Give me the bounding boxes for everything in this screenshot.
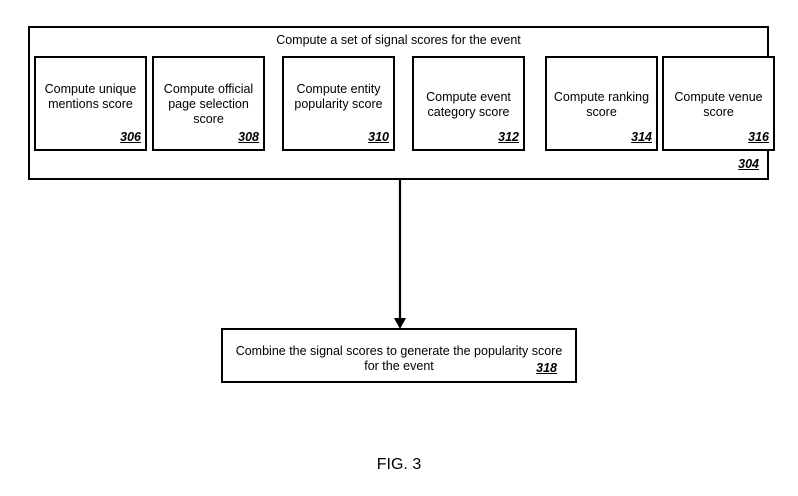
unique-mentions-score-box: Compute unique mentions score 306 bbox=[34, 56, 147, 151]
official-page-selection-score-label: Compute official page selection score bbox=[163, 82, 254, 126]
event-category-score-label: Compute event category score bbox=[426, 90, 511, 119]
ranking-score-label: Compute ranking score bbox=[553, 90, 650, 119]
entity-popularity-score-label: Compute entity popularity score bbox=[294, 82, 383, 111]
figure-caption: FIG. 3 bbox=[376, 456, 422, 473]
combine-scores-label: Combine the signal scores to generate th… bbox=[235, 344, 563, 373]
venue-score-box: Compute venue score 316 bbox=[662, 56, 775, 151]
official-page-selection-score-ref: 308 bbox=[238, 130, 259, 144]
combine-scores-ref: 318 bbox=[536, 361, 557, 375]
ranking-score-box: Compute ranking score 314 bbox=[545, 56, 658, 151]
signal-scores-group-title: Compute a set of signal scores for the e… bbox=[276, 33, 521, 47]
venue-score-ref: 316 bbox=[748, 130, 769, 144]
combine-scores-box: Combine the signal scores to generate th… bbox=[221, 328, 577, 383]
event-category-score-ref: 312 bbox=[498, 130, 519, 144]
signal-scores-group-ref: 304 bbox=[738, 157, 759, 171]
unique-mentions-score-label: Compute unique mentions score bbox=[44, 82, 137, 111]
official-page-selection-score-box: Compute official page selection score 30… bbox=[152, 56, 265, 151]
venue-score-label: Compute venue score bbox=[674, 90, 763, 119]
entity-popularity-score-ref: 310 bbox=[368, 130, 389, 144]
entity-popularity-score-box: Compute entity popularity score 310 bbox=[282, 56, 395, 151]
unique-mentions-score-ref: 306 bbox=[120, 130, 141, 144]
event-category-score-box: Compute event category score 312 bbox=[412, 56, 525, 151]
ranking-score-ref: 314 bbox=[631, 130, 652, 144]
